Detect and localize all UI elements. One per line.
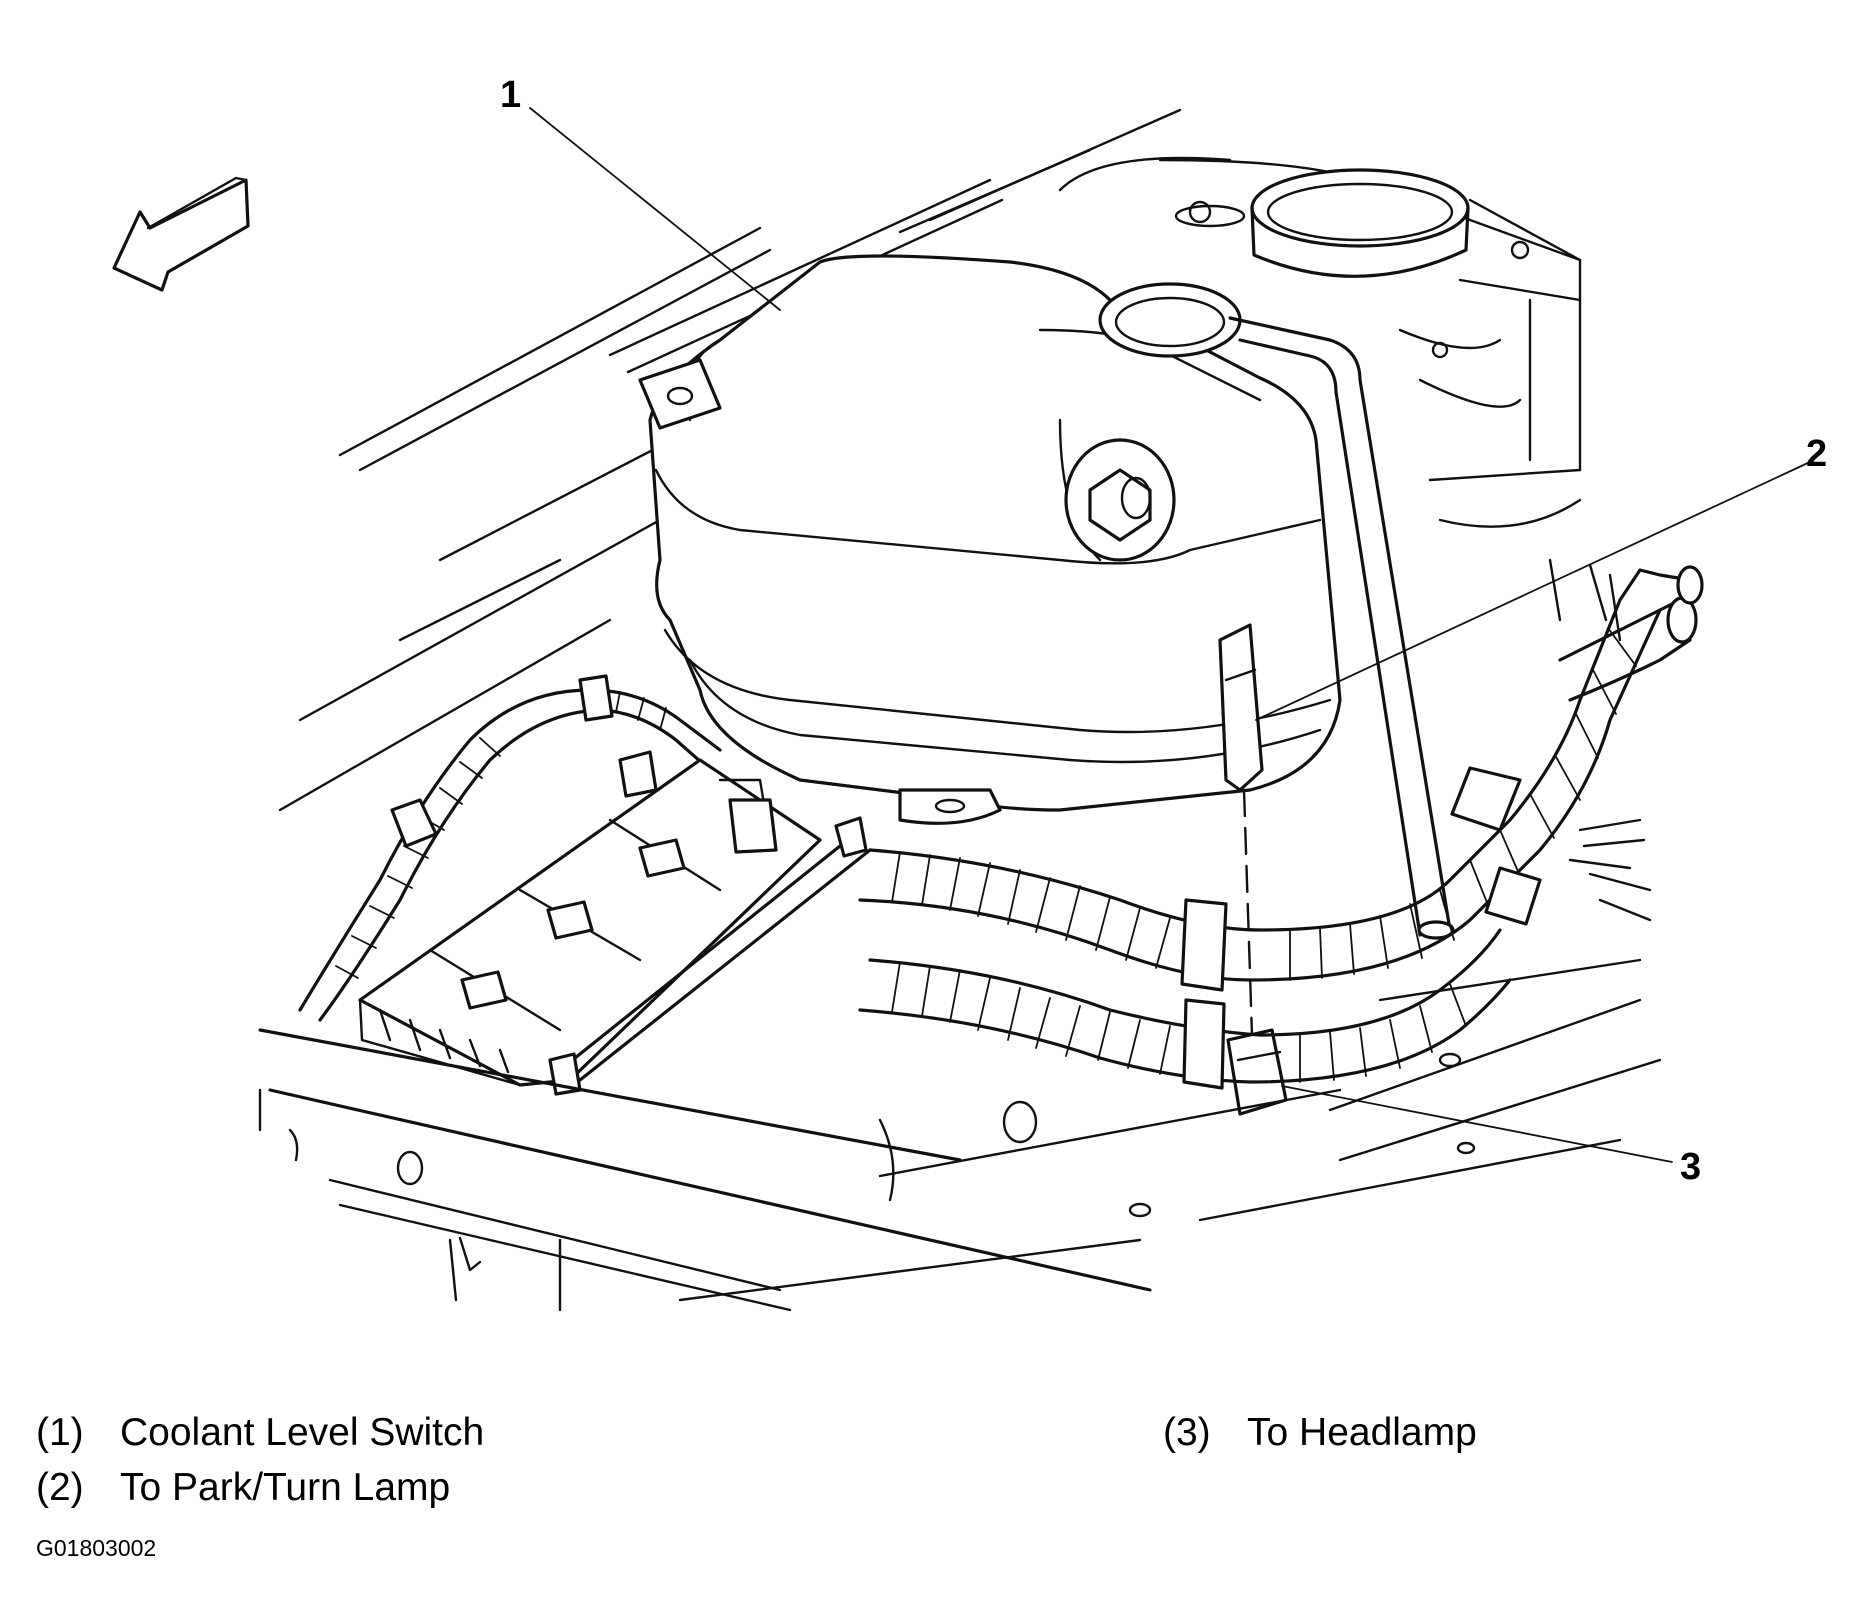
legend-item-2: (2) To Park/Turn Lamp	[36, 1468, 450, 1507]
lower-body-frame	[258, 958, 1662, 1312]
engine-structure	[1058, 156, 1582, 528]
leader-line-2	[1255, 461, 1811, 721]
legend-index: (2)	[36, 1466, 84, 1509]
callout-2-label: 2	[1806, 433, 1828, 475]
park-turn-lamp-connector	[1218, 623, 1264, 792]
front-direction-arrow-icon	[112, 176, 250, 292]
overflow-hose	[1228, 316, 1455, 940]
legend-label: To Park/Turn Lamp	[120, 1466, 451, 1509]
callout-1-label: 1	[500, 74, 522, 116]
small-harness	[298, 674, 722, 1022]
legend-label: Coolant Level Switch	[120, 1411, 485, 1454]
figure-code: G01803002	[36, 1535, 157, 1561]
wiring-harness	[858, 558, 1704, 1090]
callout-3-label: 3	[1680, 1146, 1702, 1188]
air-intake-duct	[1250, 168, 1470, 278]
legend-label: To Headlamp	[1247, 1411, 1477, 1454]
routing-dashed-line	[1242, 788, 1254, 1037]
leader-line-1	[529, 107, 781, 311]
upper-body-panel-lines	[278, 108, 1182, 812]
legend-item-1: (1) Coolant Level Switch	[36, 1413, 484, 1452]
legend-index: (1)	[36, 1411, 84, 1454]
leader-line-3	[1281, 1085, 1673, 1163]
legend-item-3: (3) To Headlamp	[1163, 1413, 1477, 1452]
relay-block	[358, 750, 872, 1096]
legend-index: (3)	[1163, 1411, 1211, 1454]
coolant-reservoir-tank	[638, 254, 1342, 825]
